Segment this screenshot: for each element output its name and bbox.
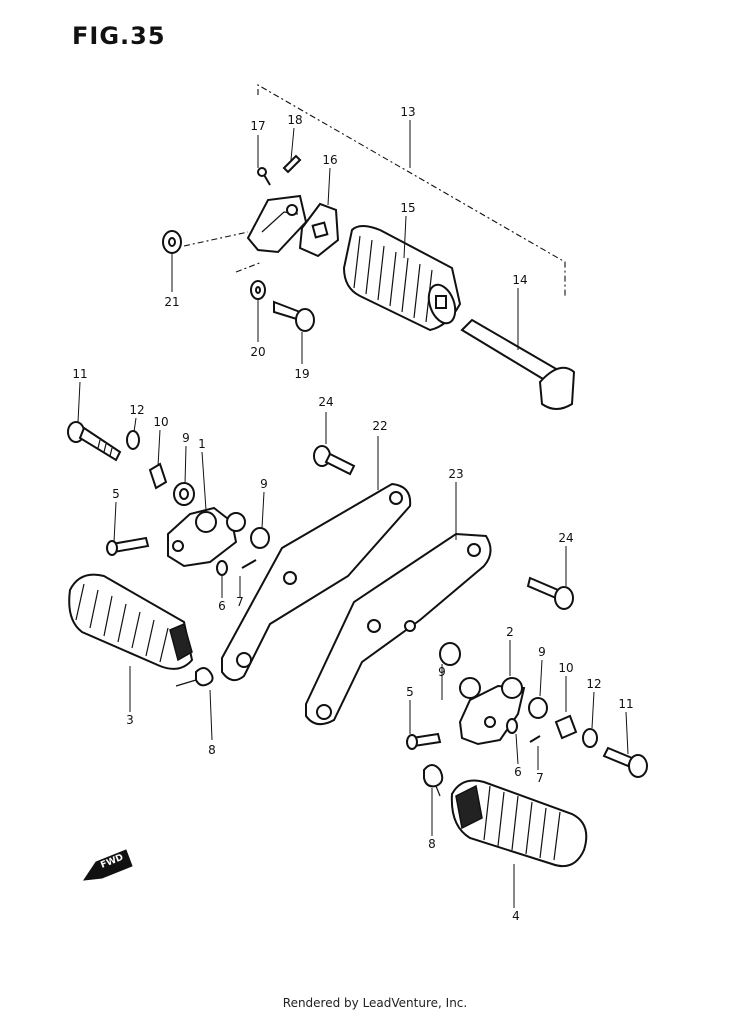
callout-12-left: 12 bbox=[129, 403, 144, 417]
pin-5-right bbox=[406, 732, 442, 750]
collar-10-left bbox=[148, 462, 168, 490]
leader-lines bbox=[77, 127, 629, 908]
footrest-plate-23 bbox=[305, 532, 492, 726]
callout-24-upper: 24 bbox=[318, 395, 333, 409]
spring-8-left bbox=[175, 667, 214, 687]
cotter-7-right bbox=[529, 735, 541, 743]
callout-8-left: 8 bbox=[208, 743, 216, 757]
upper-peg-assembly bbox=[162, 154, 576, 410]
callout-19: 19 bbox=[294, 367, 309, 381]
left-footrest-assembly bbox=[67, 421, 270, 687]
footpeg-rubber-3 bbox=[68, 573, 194, 670]
callout-10-left: 10 bbox=[153, 415, 168, 429]
footer-credit: Rendered by LeadVenture, Inc. bbox=[282, 996, 468, 1010]
callout-17: 17 bbox=[250, 119, 265, 133]
peg-holder-bracket bbox=[246, 194, 308, 254]
callout-8-right: 8 bbox=[428, 837, 436, 851]
bushing-9-left-2 bbox=[250, 527, 270, 549]
bushing-9-right bbox=[439, 642, 461, 666]
bolt-24-upper bbox=[313, 445, 356, 476]
callout-9-left-2: 9 bbox=[260, 477, 268, 491]
callout-21: 21 bbox=[164, 295, 179, 309]
peg-shaft-14 bbox=[460, 318, 576, 410]
footpeg-rubber-15 bbox=[342, 225, 462, 332]
washer-21 bbox=[162, 230, 182, 254]
callout-5-right: 5 bbox=[406, 685, 414, 699]
callout-18: 18 bbox=[287, 113, 302, 127]
callout-10-right: 10 bbox=[558, 661, 573, 675]
forward-direction-marker: FWD bbox=[82, 849, 133, 881]
callout-5-left: 5 bbox=[112, 487, 120, 501]
callout-9-right: 9 bbox=[538, 645, 546, 659]
callout-20: 20 bbox=[250, 345, 265, 359]
callout-22: 22 bbox=[372, 419, 387, 433]
callout-16: 16 bbox=[322, 153, 337, 167]
footrest-bracket-1 bbox=[167, 506, 246, 568]
callout-9-right-2: 9 bbox=[438, 665, 446, 679]
pin-5-left bbox=[106, 536, 150, 556]
figure-title: FIG.35 bbox=[72, 22, 166, 50]
washer-6-right bbox=[506, 718, 518, 734]
bolt-11-left bbox=[67, 421, 122, 462]
callout-6-left: 6 bbox=[218, 599, 226, 613]
callout-11-left: 11 bbox=[72, 367, 87, 381]
pin-17 bbox=[257, 167, 271, 186]
bushing-9-left bbox=[173, 482, 195, 506]
callout-14: 14 bbox=[512, 273, 527, 287]
footrest-plate-22 bbox=[221, 482, 412, 682]
spring-8-right bbox=[423, 764, 444, 797]
collar-10-right bbox=[554, 714, 578, 740]
callout-4: 4 bbox=[512, 909, 520, 923]
bushing-9-right-2 bbox=[528, 697, 548, 719]
washer-6-left bbox=[216, 560, 228, 576]
callout-9-left: 9 bbox=[182, 431, 190, 445]
callout-11-right: 11 bbox=[618, 697, 633, 711]
washer-20 bbox=[250, 280, 266, 300]
bolt-19 bbox=[273, 300, 315, 332]
footrest-bracket-2 bbox=[458, 677, 526, 746]
callout-24-right: 24 bbox=[558, 531, 573, 545]
washer-12-right bbox=[582, 728, 598, 748]
callout-15: 15 bbox=[400, 201, 415, 215]
callout-12-right: 12 bbox=[586, 677, 601, 691]
bolt-11-right bbox=[602, 746, 648, 778]
callout-7-left: 7 bbox=[236, 595, 244, 609]
callout-2: 2 bbox=[506, 625, 514, 639]
footpeg-rubber-4 bbox=[450, 779, 588, 868]
cotter-pin-18 bbox=[282, 154, 302, 174]
cotter-7-left bbox=[241, 559, 257, 569]
callout-labels: 17 18 13 16 15 14 21 20 19 11 12 10 9 1 … bbox=[72, 105, 633, 923]
washer-12-left bbox=[126, 430, 140, 450]
right-footrest-assembly bbox=[406, 642, 648, 868]
callout-1: 1 bbox=[198, 437, 206, 451]
callout-6-right: 6 bbox=[514, 765, 522, 779]
bolt-24-right bbox=[526, 576, 574, 610]
callout-23: 23 bbox=[448, 467, 463, 481]
callout-3: 3 bbox=[126, 713, 134, 727]
plate-16 bbox=[298, 202, 340, 258]
callout-13: 13 bbox=[400, 105, 415, 119]
callout-7-right: 7 bbox=[536, 771, 544, 785]
assembly-13-bracket bbox=[257, 84, 566, 298]
